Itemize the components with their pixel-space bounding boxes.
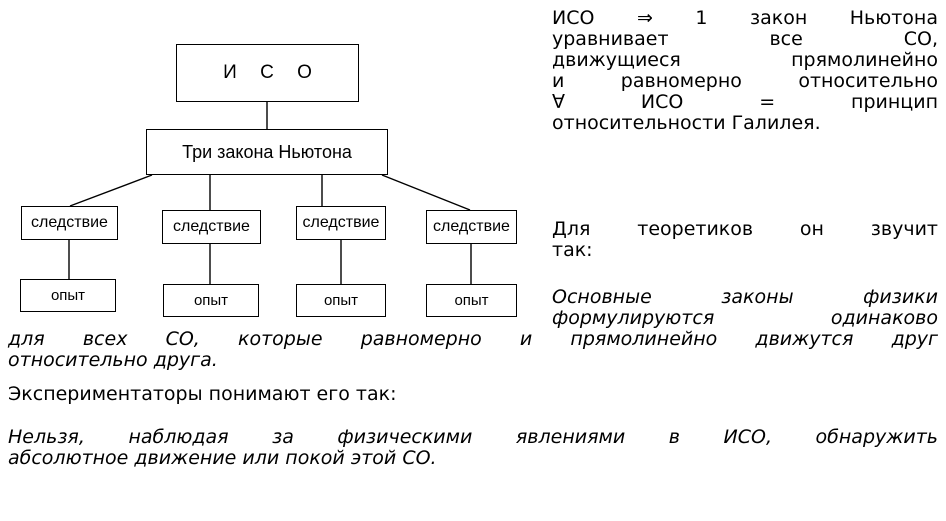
- text-line: ИСО ⇒ 1 закон Ньютона: [552, 7, 938, 29]
- text-line: движущиеся прямолинейно: [552, 49, 938, 71]
- connector-laws-c1: [69, 174, 153, 207]
- text-line: абсолютное движение или покой этой СО.: [8, 447, 437, 469]
- text-line: ∀ ИСО = принцип: [552, 91, 938, 113]
- text-line: Основные законы физики: [552, 286, 938, 308]
- experiment-box: опыт: [163, 284, 259, 317]
- text-line: относительности Галилея.: [552, 112, 821, 134]
- experiment-box: опыт: [296, 284, 386, 317]
- connector-laws-c4: [381, 174, 471, 211]
- text-line: так:: [552, 239, 593, 261]
- paragraph-experimentalists: Экспериментаторы понимают его так:: [8, 383, 397, 405]
- experiment-box: опыт: [20, 279, 116, 312]
- paragraph-absolute-motion: Нельзя, наблюдая за физическими явлениям…: [8, 427, 938, 469]
- consequence-box: следствие: [296, 206, 386, 240]
- paragraph-principle-continuation: для всех СО, которые равномерно и прямол…: [8, 329, 938, 371]
- paragraph-principle-statement: Основные законы физики формулируются оди…: [552, 287, 938, 329]
- paragraph-theorists: Для теоретиков он звучит так:: [552, 219, 938, 261]
- paragraph-iso-first-law: ИСО ⇒ 1 закон Ньютона уравнивает все СО,…: [552, 8, 938, 134]
- iso-box: И С О: [176, 44, 359, 102]
- consequence-box: следствие: [426, 210, 517, 244]
- consequence-box: следствие: [162, 210, 261, 244]
- text-line: и равномерно относительно: [552, 70, 938, 92]
- experiment-box: опыт: [426, 284, 517, 317]
- text-line: формулируются одинаково: [552, 307, 938, 329]
- text-line: Нельзя, наблюдая за физическими явлениям…: [8, 426, 938, 448]
- newton-laws-diagram: И С О Три закона Ньютона следствие следс…: [0, 0, 540, 330]
- diagram-connectors: [68, 102, 472, 284]
- text-line: относительно друга.: [8, 349, 218, 371]
- text-line: уравнивает все СО,: [552, 28, 938, 50]
- text-line: для всех СО, которые равномерно и прямол…: [8, 328, 938, 350]
- newton-laws-box: Три закона Ньютона: [146, 129, 388, 175]
- text-line: Для теоретиков он звучит: [552, 218, 938, 240]
- consequence-box: следствие: [21, 206, 118, 240]
